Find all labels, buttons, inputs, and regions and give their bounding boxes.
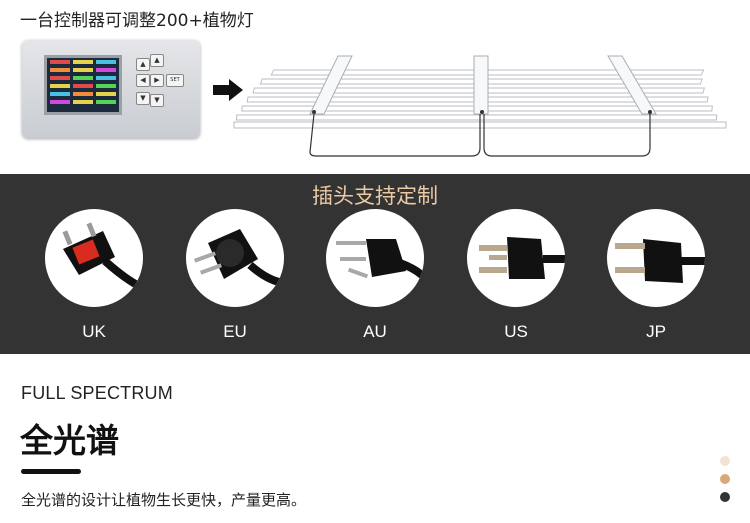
jp-plug-label: JP [646, 322, 666, 341]
section-eyebrow: FULL SPECTRUM [21, 383, 173, 403]
au-plug-label: AU [363, 322, 387, 341]
plug-options-band: 插头支持定制 UK EU AU [0, 174, 750, 354]
right-key-icon: ▶ [150, 74, 164, 87]
controller-section: 一台控制器可调整200+植物灯 ▲ ◀ ▶ SET ▲ ▼ ▼ [0, 0, 750, 174]
uk-plug-label: UK [82, 322, 106, 341]
pager-dot-3[interactable] [720, 492, 730, 502]
set-key: SET [166, 74, 184, 87]
au-plug-icon [326, 209, 424, 307]
us-plug-label: US [504, 322, 528, 341]
controller-keypad: ▲ ◀ ▶ SET ▲ ▼ ▼ [134, 52, 194, 122]
title-underline [21, 469, 81, 474]
back-key-icon: ▼ [136, 92, 150, 105]
plug-heading: 插头支持定制 [312, 184, 438, 208]
uk-plug-icon [45, 209, 143, 307]
eu-plug-icon [186, 209, 284, 307]
section-description: 全光谱的设计让植物生长更快，产量更高。 [21, 491, 307, 509]
pager-dot-2[interactable] [720, 474, 730, 484]
up-key-icon: ▲ [150, 54, 164, 67]
menu-key-icon: ▲ [136, 58, 150, 71]
controller-device: ▲ ◀ ▶ SET ▲ ▼ ▼ [22, 40, 200, 138]
us-plug-icon [467, 209, 565, 307]
jp-plug-icon [607, 209, 705, 307]
spectrum-section: FULL SPECTRUM 全光谱 全光谱的设计让植物生长更快，产量更高。 [0, 354, 750, 523]
controller-screen [44, 55, 122, 115]
arrow-right-icon [213, 79, 243, 101]
eu-plug-label: EU [223, 322, 247, 341]
grow-light-fixture-icon [233, 55, 727, 157]
section-title: 全光谱 [20, 421, 119, 460]
controller-caption: 一台控制器可调整200+植物灯 [20, 11, 254, 31]
left-key-icon: ◀ [136, 74, 150, 87]
pager-dot-1[interactable] [720, 456, 730, 466]
down-key-icon: ▼ [150, 94, 164, 107]
